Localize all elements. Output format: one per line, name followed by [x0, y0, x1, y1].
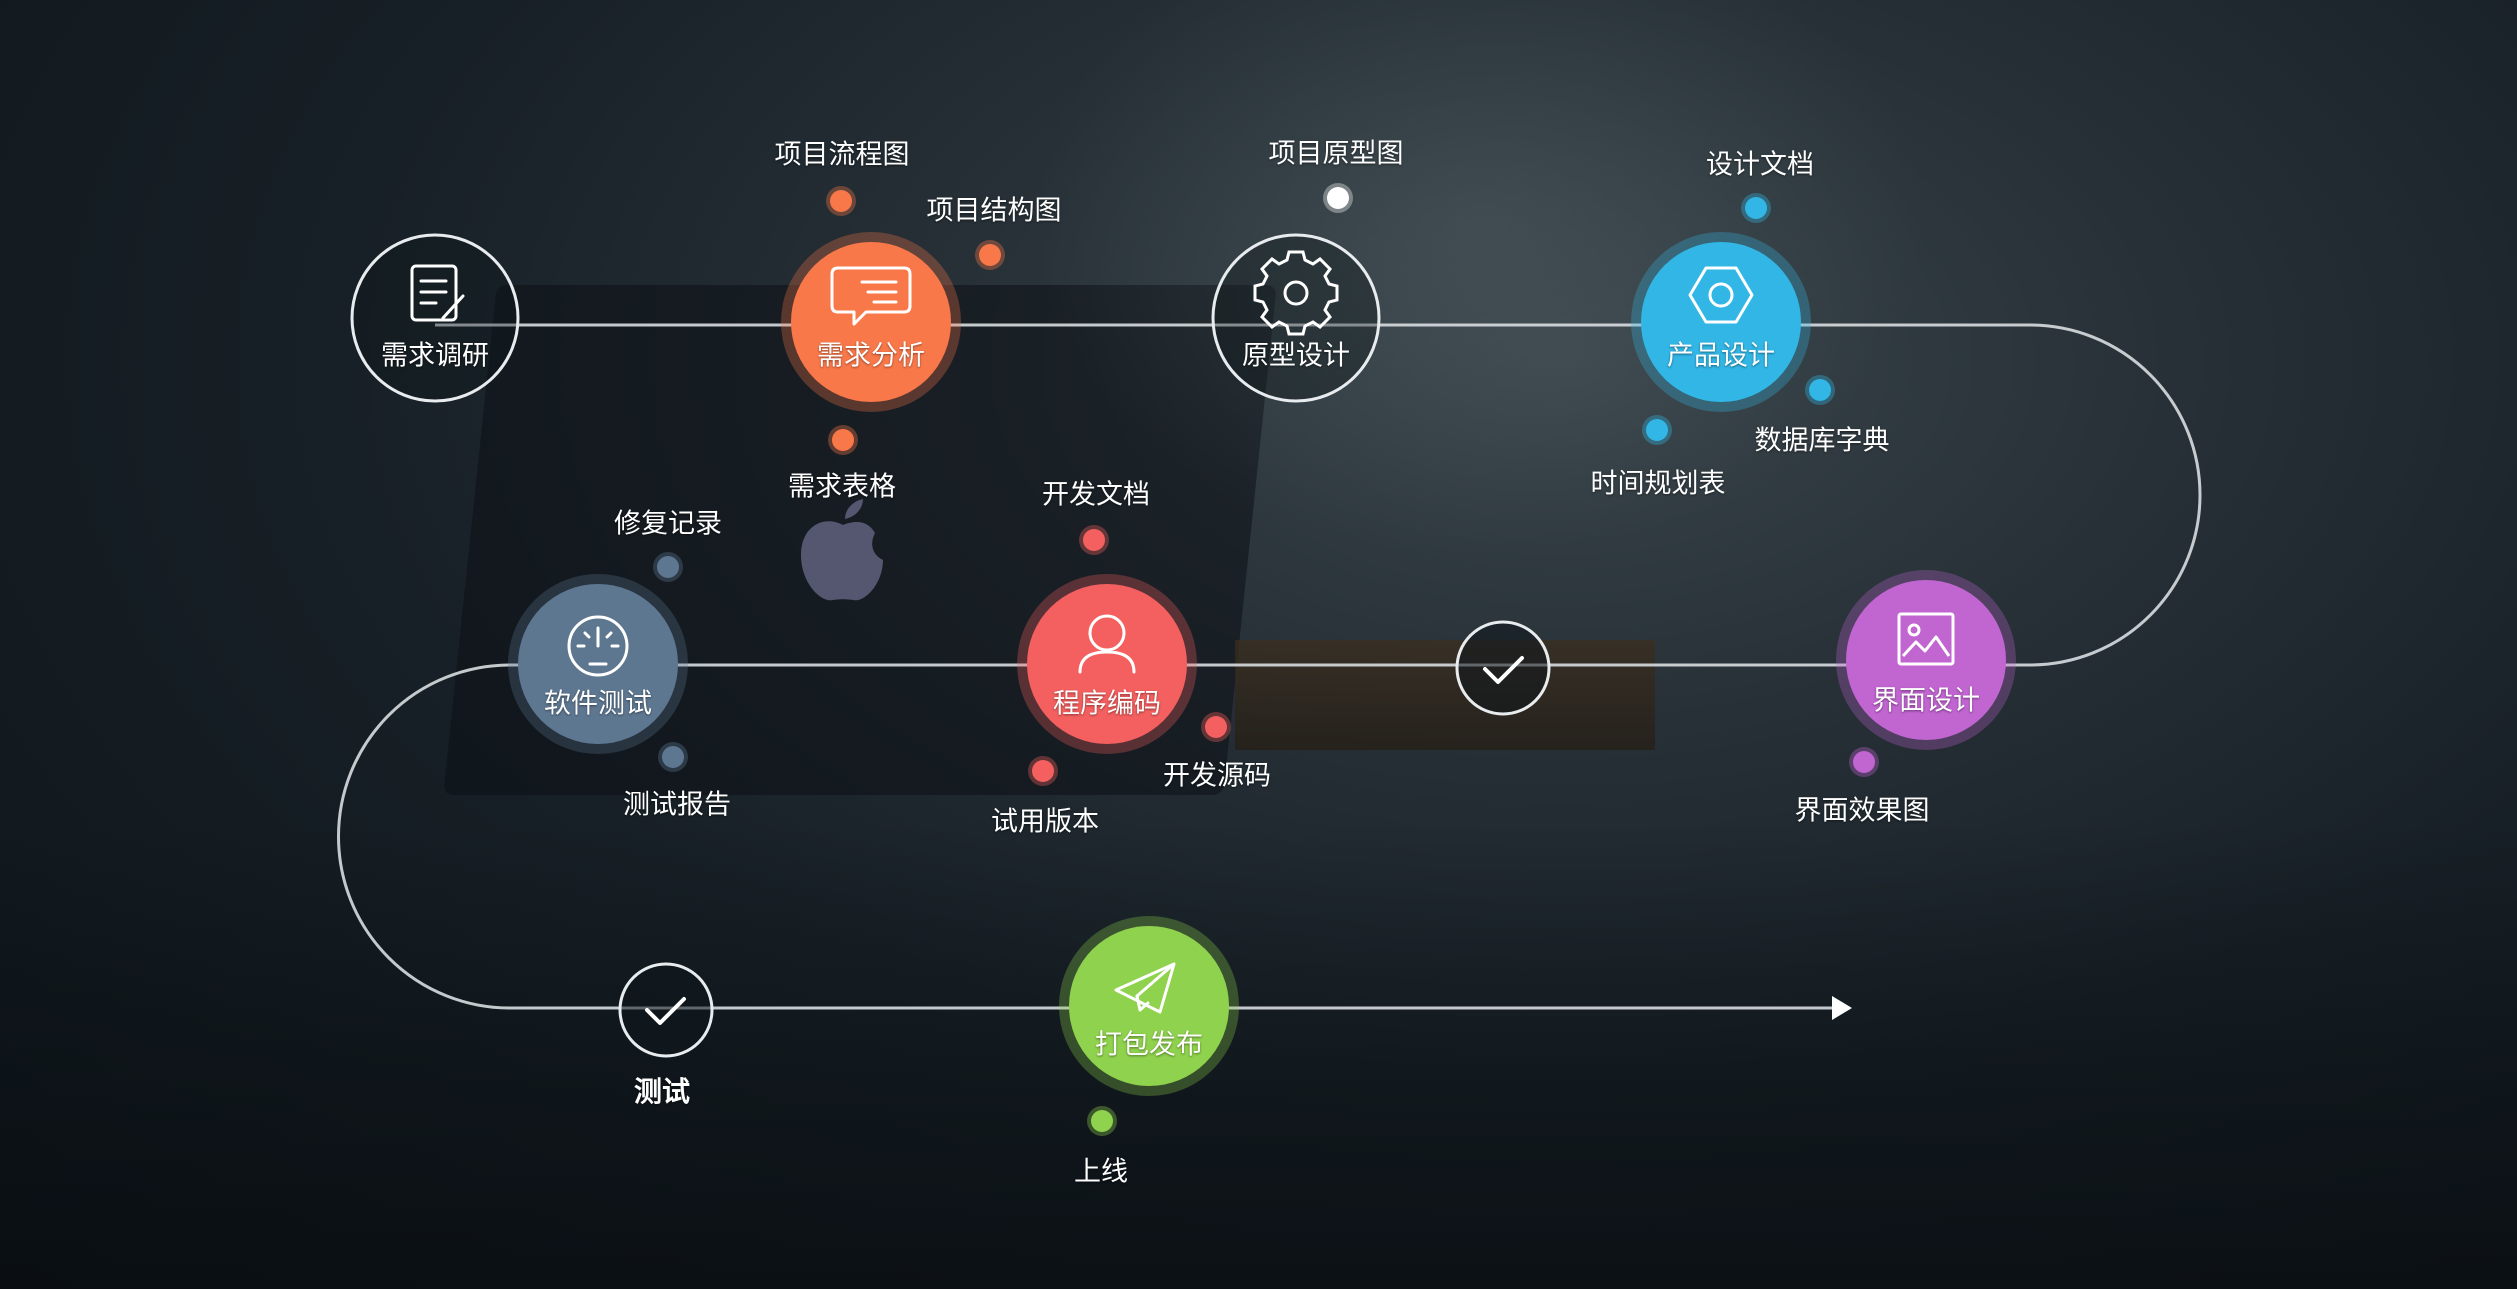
- node-ruanjian-ceshi[interactable]: [508, 574, 688, 754]
- output-xiangmu-yuanxingtu: 项目原型图: [1268, 138, 1404, 170]
- flow-path-row1: [337, 323, 2202, 1010]
- check-icon: [645, 997, 686, 1025]
- output-xiufu-jilu: 修复记录: [614, 508, 722, 540]
- output-ceshi-baogao: 测试报告: [623, 789, 731, 821]
- node-label-ruanjian-ceshi: 软件测试: [544, 688, 652, 720]
- node-label-xuqiu-fenxi: 需求分析: [817, 340, 925, 372]
- gauge-icon: [567, 615, 629, 677]
- output-shiyong-banben: 试用版本: [991, 806, 1099, 838]
- gear-icon: [1253, 250, 1339, 336]
- node-xuqiu-fenxi[interactable]: [781, 232, 961, 412]
- arrow-right-icon: [1832, 996, 1852, 1020]
- output-xiangmu-liuchengtu: 项目流程图: [774, 139, 910, 171]
- chat-bubble-icon: [830, 266, 912, 326]
- image-icon: [1897, 612, 1955, 666]
- output-dots: [653, 183, 1879, 1136]
- output-shujuku-zidian: 数据库字典: [1754, 425, 1890, 457]
- output-jiemian-xiaoguotu: 界面效果图: [1794, 795, 1930, 827]
- output-kaifa-wendang: 开发文档: [1042, 479, 1150, 511]
- hex-nut-icon: [1688, 266, 1754, 324]
- checkpoint-ceshi[interactable]: [618, 962, 714, 1058]
- output-shijian-guihuabiao: 时间规划表: [1590, 468, 1726, 500]
- node-chanpin-sheji[interactable]: [1631, 232, 1811, 412]
- output-xiangmu-jiegoutu: 项目结构图: [926, 195, 1062, 227]
- output-shangxian: 上线: [1074, 1156, 1128, 1188]
- checkpoint-middle[interactable]: [1455, 620, 1551, 716]
- node-xuqiu-diaoyan[interactable]: [350, 233, 520, 403]
- user-icon: [1078, 614, 1136, 674]
- document-edit-icon: [410, 264, 465, 322]
- node-label-jiemian-sheji: 界面设计: [1872, 685, 1980, 717]
- node-dabao-fabu[interactable]: [1059, 916, 1239, 1096]
- node-label-chengxu-bianma: 程序编码: [1053, 688, 1161, 720]
- paper-plane-icon: [1114, 962, 1176, 1014]
- output-xuqiu-biaoge: 需求表格: [788, 471, 896, 503]
- node-label-chanpin-sheji: 产品设计: [1667, 340, 1775, 372]
- check-icon: [1483, 656, 1524, 684]
- apple-logo-icon: [801, 499, 883, 601]
- node-label-yuanxing-sheji: 原型设计: [1242, 340, 1350, 372]
- node-chengxu-bianma[interactable]: [1017, 574, 1197, 754]
- node-jiemian-sheji[interactable]: [1836, 570, 2016, 750]
- node-yuanxing-sheji[interactable]: [1211, 233, 1381, 403]
- node-label-xuqiu-diaoyan: 需求调研: [381, 340, 489, 372]
- node-label-dabao-fabu: 打包发布: [1095, 1029, 1203, 1061]
- output-kaifa-yuanma: 开发源码: [1163, 760, 1271, 792]
- checkpoint-label-ceshi: 测试: [633, 1075, 691, 1108]
- output-sheji-wendang: 设计文档: [1706, 149, 1814, 181]
